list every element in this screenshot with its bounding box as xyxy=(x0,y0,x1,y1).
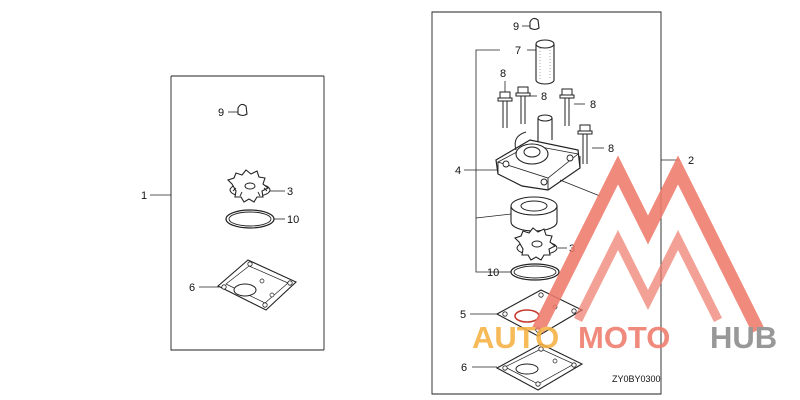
diagram-code: ZY0BY0300 xyxy=(612,374,661,384)
callout-4: 4 xyxy=(455,165,461,177)
pump-housing xyxy=(495,114,581,191)
callout-10-right: 10 xyxy=(487,267,499,279)
watermark-logo: AUTO MOTO HUB xyxy=(472,155,777,355)
left-kit-border xyxy=(170,75,325,351)
bolt-a xyxy=(497,91,513,128)
gasket-left xyxy=(217,259,297,311)
oring-right xyxy=(510,263,560,281)
grommet-left xyxy=(237,103,248,117)
tube xyxy=(535,39,555,85)
callout-2: 2 xyxy=(688,155,694,167)
callout-7: 7 xyxy=(515,45,521,57)
watermark-text-auto: AUTO xyxy=(472,320,559,355)
housing-liner xyxy=(510,196,558,232)
callout-9-right: 9 xyxy=(513,21,519,33)
watermark-text-moto: MOTO xyxy=(578,320,670,355)
callout-6-right: 6 xyxy=(461,362,467,374)
watermark-triangle-icon xyxy=(532,155,764,333)
impeller-right xyxy=(513,227,558,261)
bolt-d xyxy=(577,124,593,164)
callout-8-b: 8 xyxy=(541,91,547,103)
left-kit-group: 1 9 3 10 xyxy=(141,75,325,351)
bolt-b xyxy=(515,86,531,124)
watermark-text-hub: HUB xyxy=(710,320,777,355)
grommet-right xyxy=(529,17,540,31)
bolt-c xyxy=(559,88,575,126)
right-kit-border xyxy=(431,11,662,395)
callout-8-c: 8 xyxy=(590,99,596,111)
callout-3-left: 3 xyxy=(287,186,293,198)
callout-9-left: 9 xyxy=(218,107,224,119)
callout-8-a: 8 xyxy=(500,68,506,80)
callout-1: 1 xyxy=(141,190,147,202)
callout-10-left: 10 xyxy=(287,214,299,226)
callout-5: 5 xyxy=(460,309,466,321)
oring-left xyxy=(225,209,275,229)
right-kit-group: 2 9 7 8 8 xyxy=(431,11,694,395)
callout-8-d: 8 xyxy=(608,143,614,155)
impeller-left xyxy=(226,169,271,203)
callout-6-left: 6 xyxy=(189,282,195,294)
gasket-right xyxy=(495,343,584,391)
